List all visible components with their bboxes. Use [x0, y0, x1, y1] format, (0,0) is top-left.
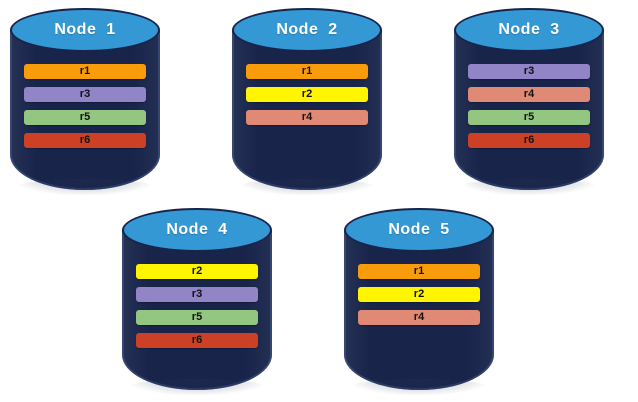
replica-bar-r6[interactable]: r6: [468, 133, 590, 148]
replica-bar-r3[interactable]: r3: [136, 287, 258, 302]
replica-bar-r6[interactable]: r6: [136, 333, 258, 348]
replica-bar-r1[interactable]: r1: [246, 64, 368, 79]
replica-label: r6: [523, 134, 535, 146]
replica-bar-r2[interactable]: r2: [358, 287, 480, 302]
replica-bar-r1[interactable]: r1: [358, 264, 480, 279]
database-cylinder-node-5[interactable]: Node 5 r1 r2 r4: [344, 208, 494, 395]
replica-bar-r1[interactable]: r1: [24, 64, 146, 79]
replica-bar-list: r1 r2 r4: [344, 264, 494, 325]
replica-bar-r2[interactable]: r2: [246, 87, 368, 102]
replica-label: r4: [523, 88, 535, 100]
replica-label: r4: [413, 311, 425, 323]
replica-bar-r4[interactable]: r4: [246, 110, 368, 125]
replica-label: r3: [79, 88, 91, 100]
database-cylinder-node-4[interactable]: Node 4 r2 r3 r5 r6: [122, 208, 272, 395]
replica-label: r1: [301, 65, 313, 77]
replica-label: r2: [191, 265, 203, 277]
replica-bar-r2[interactable]: r2: [136, 264, 258, 279]
replica-bar-r5[interactable]: r5: [136, 310, 258, 325]
node-title: Node 3: [498, 21, 560, 38]
cylinder-top-ellipse: Node 2: [232, 8, 382, 52]
cylinder-top-ellipse: Node 1: [10, 8, 160, 52]
replica-label: r1: [413, 265, 425, 277]
replica-label: r6: [79, 134, 91, 146]
replica-bar-r3[interactable]: r3: [24, 87, 146, 102]
replica-bar-list: r1 r2 r4: [232, 64, 382, 125]
replica-bar-list: r1 r3 r5 r6: [10, 64, 160, 148]
replica-bar-list: r2 r3 r5 r6: [122, 264, 272, 348]
replica-bar-r4[interactable]: r4: [468, 87, 590, 102]
replica-label: r4: [301, 111, 313, 123]
database-cylinder-node-1[interactable]: Node 1 r1 r3 r5 r6: [10, 8, 160, 195]
replica-label: r2: [413, 288, 425, 300]
replica-bar-r5[interactable]: r5: [24, 110, 146, 125]
cylinder-top-ellipse: Node 4: [122, 208, 272, 252]
replica-bar-r6[interactable]: r6: [24, 133, 146, 148]
replica-bar-r5[interactable]: r5: [468, 110, 590, 125]
replica-label: r2: [301, 88, 313, 100]
replica-label: r5: [523, 111, 535, 123]
replica-label: r1: [79, 65, 91, 77]
cylinder-top-ellipse: Node 5: [344, 208, 494, 252]
database-cylinder-node-2[interactable]: Node 2 r1 r2 r4: [232, 8, 382, 195]
database-cylinder-node-3[interactable]: Node 3 r3 r4 r5 r6: [454, 8, 604, 195]
replica-label: r5: [79, 111, 91, 123]
replica-bar-r3[interactable]: r3: [468, 64, 590, 79]
node-title: Node 2: [276, 21, 338, 38]
replica-label: r5: [191, 311, 203, 323]
node-title: Node 1: [54, 21, 116, 38]
replica-label: r3: [191, 288, 203, 300]
cylinder-top-ellipse: Node 3: [454, 8, 604, 52]
replica-bar-list: r3 r4 r5 r6: [454, 64, 604, 148]
node-title: Node 4: [166, 221, 228, 238]
replica-bar-r4[interactable]: r4: [358, 310, 480, 325]
replica-label: r6: [191, 334, 203, 346]
node-title: Node 5: [388, 221, 450, 238]
replica-label: r3: [523, 65, 535, 77]
